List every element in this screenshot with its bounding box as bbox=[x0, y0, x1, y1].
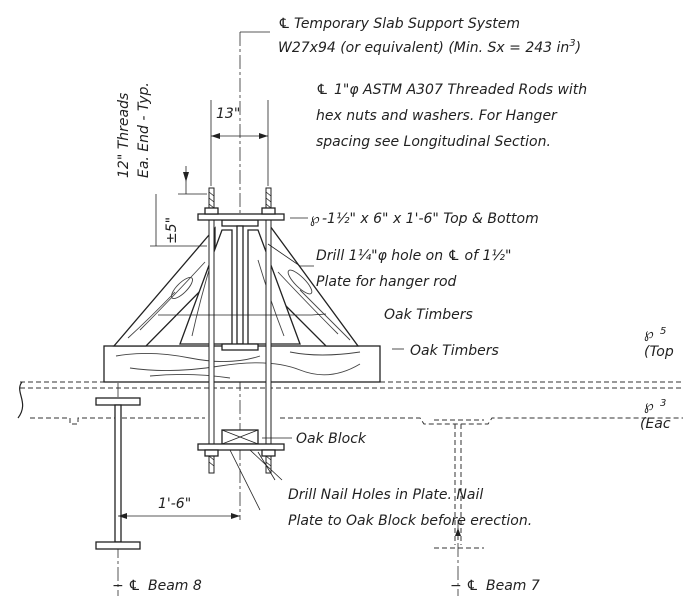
label-beam8-symbol: − ℄ bbox=[112, 578, 141, 594]
label-rods-line1: 1"φ ASTM A307 Threaded Rods with bbox=[334, 82, 587, 98]
top-plate bbox=[197, 207, 285, 221]
label-rods-line2: hex nuts and washers. For Hanger bbox=[316, 108, 558, 124]
label-beam7-symbol: − ℄ bbox=[450, 578, 479, 594]
beam7-tick bbox=[455, 528, 461, 540]
label-rods-line3: spacing see Longitudinal Section. bbox=[316, 134, 551, 150]
label-right-fragment-1b: (Top bbox=[644, 344, 674, 360]
label-threads-line2: Ea. End - Typ. bbox=[136, 82, 152, 178]
label-right-fragment-1-symbol: ℘ bbox=[644, 326, 654, 342]
label-oak-timbers-1: Oak Timbers bbox=[384, 307, 473, 323]
label-plate-top-bottom: -1½" x 6" x 1'-6" Top & Bottom bbox=[322, 211, 539, 227]
dim-13: 13" bbox=[210, 100, 269, 186]
label-right-fragment-2b: (Eac bbox=[640, 416, 671, 432]
hanger-rod-left bbox=[208, 187, 215, 474]
label-temp-support-line1: Temporary Slab Support System bbox=[294, 16, 520, 32]
oak-block bbox=[221, 429, 259, 445]
label-right-fragment-1a: 5 bbox=[660, 326, 666, 337]
label-temp-support-line2: W27x94 (or equivalent) (Min. Sx = 243 in… bbox=[278, 38, 581, 56]
bottom-plate bbox=[197, 443, 285, 457]
label-beam7: Beam 7 bbox=[486, 578, 540, 594]
label-threads-line1: 12" Threads bbox=[116, 93, 132, 178]
dim-1-6-text: 1'-6" bbox=[158, 496, 191, 512]
dim-1-6: 1'-6" bbox=[118, 496, 240, 519]
hanger-rod-right bbox=[265, 187, 272, 474]
label-centerline-symbol-2: ℄ bbox=[316, 82, 329, 98]
label-drill-line2: Plate for hanger rod bbox=[316, 274, 457, 290]
label-plate-symbol: ℘ bbox=[310, 211, 320, 227]
label-right-fragment-2-symbol: ℘ bbox=[644, 398, 654, 414]
label-nail-line2: Plate to Oak Block before erection. bbox=[288, 513, 532, 529]
dim-5-text: ±5" bbox=[164, 217, 180, 244]
label-beam8: Beam 8 bbox=[148, 578, 202, 594]
label-drill-line1: Drill 1¼"φ hole on ℄ of 1½" bbox=[316, 248, 511, 264]
beam-8-section bbox=[95, 397, 141, 550]
dim-13-text: 13" bbox=[216, 106, 240, 122]
dim-5: ±5" bbox=[150, 166, 207, 247]
oak-sill-timber bbox=[103, 345, 381, 383]
label-right-fragment-2a: 3 bbox=[660, 398, 666, 409]
label-centerline-symbol-1: ℄ bbox=[278, 16, 291, 32]
beam-7-section bbox=[434, 419, 484, 549]
label-nail-line1: Drill Nail Holes in Plate. Nail bbox=[288, 487, 483, 503]
label-oak-block: Oak Block bbox=[296, 431, 367, 447]
label-oak-timbers-2: Oak Timbers bbox=[410, 343, 499, 359]
